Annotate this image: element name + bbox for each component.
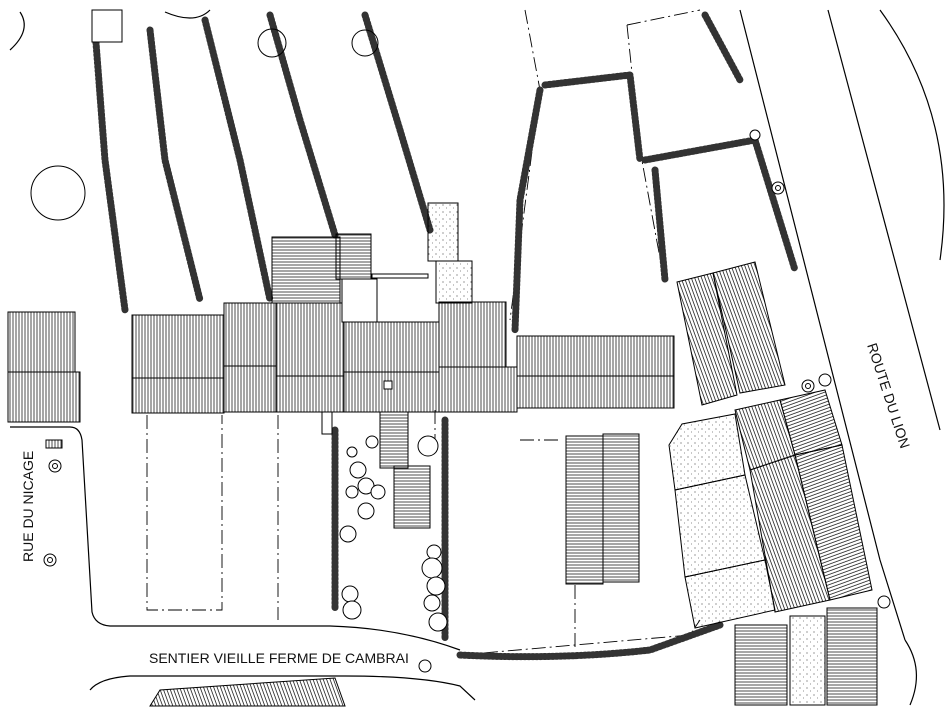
road-outlines: [9, 9, 945, 706]
shrub-icons: [339, 435, 448, 632]
garden-area: [379, 411, 431, 529]
building-west: [7, 311, 81, 423]
tree-icon: [30, 28, 379, 221]
buildings-southeast: [149, 607, 878, 707]
shed-south-central: [565, 433, 640, 585]
main-farm-building: [131, 202, 675, 435]
small-structures: [45, 9, 123, 449]
street-label-west: RUE DU NICAGE: [20, 451, 36, 562]
manhole-icon: [43, 129, 891, 673]
buildings-east: [668, 261, 873, 629]
street-label-east: ROUTE DU LION: [864, 341, 913, 450]
path-label-south: SENTIER VIEILLE FERME DE CAMBRAI: [149, 650, 409, 666]
